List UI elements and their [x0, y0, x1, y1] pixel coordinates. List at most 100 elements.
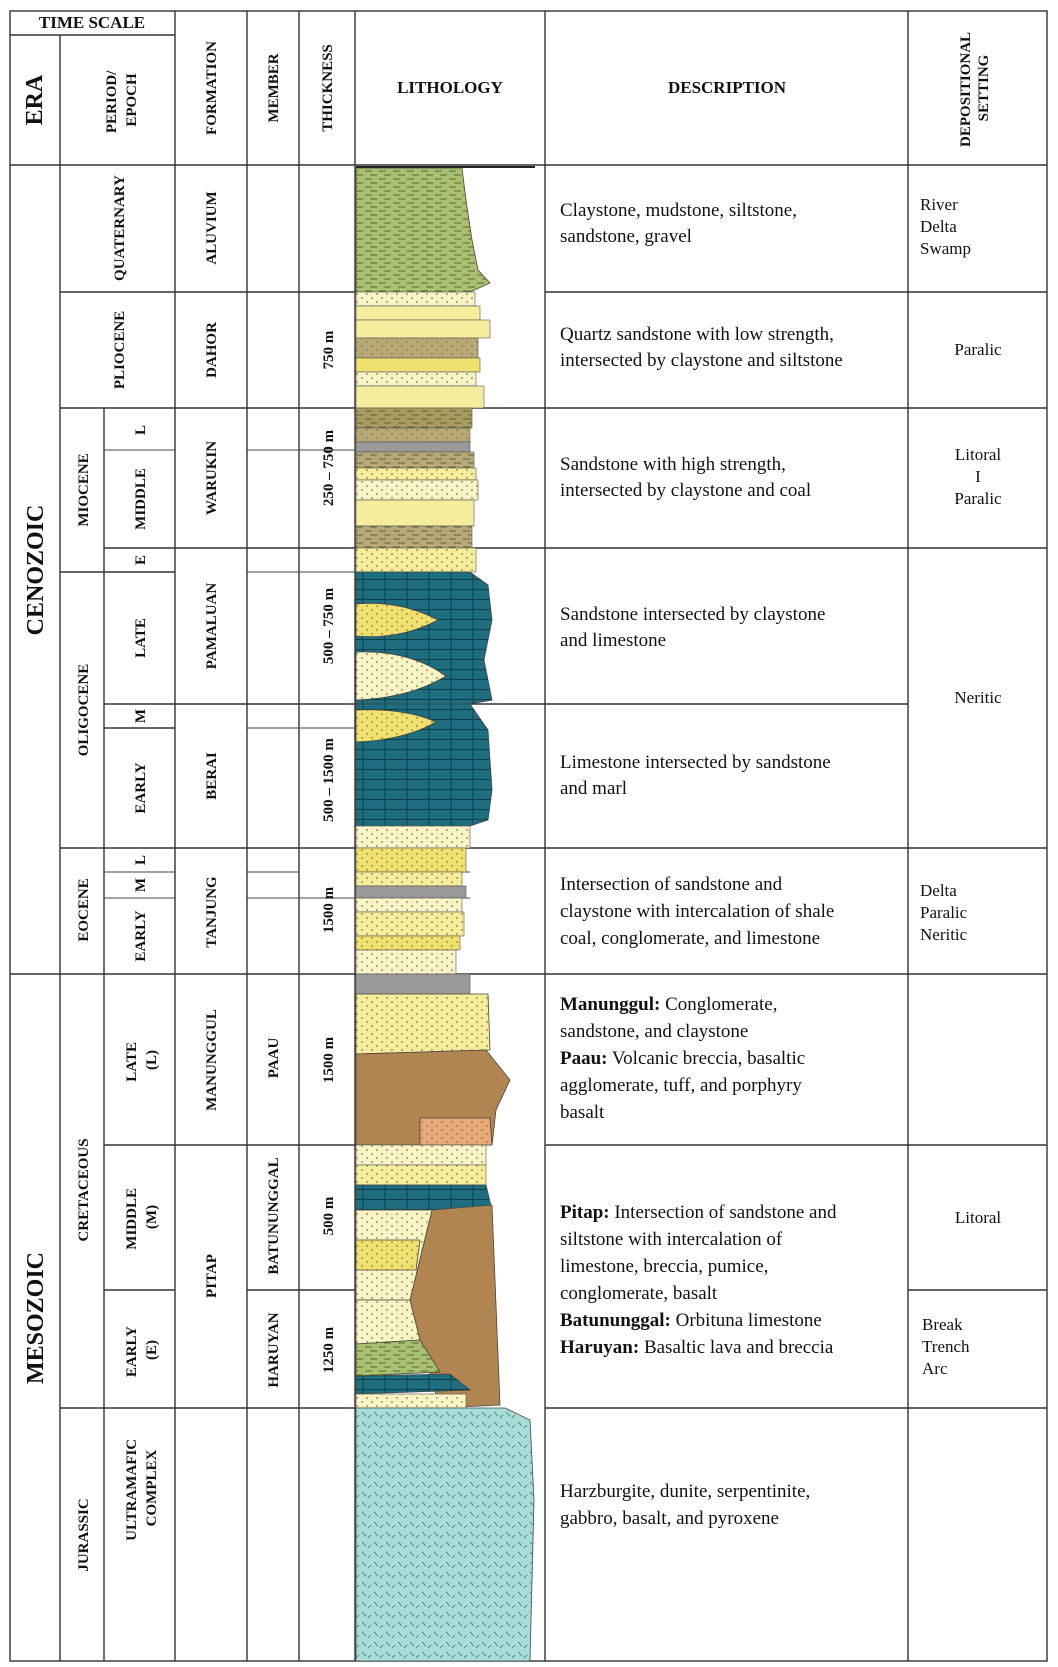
thickness-dahor: 750 m — [321, 330, 337, 369]
description-8: Harzburgite, dunite, serpentinite, gabbro… — [560, 1481, 810, 1529]
description-4: Limestone intersected by sandstone and ma… — [560, 752, 831, 799]
setting-line: Neritic — [920, 925, 968, 944]
depositional-setting-1: Paralic — [954, 340, 1002, 359]
lithology-dahor-6 — [356, 386, 484, 408]
formation-pitap: PITAP — [204, 1254, 220, 1298]
description-label: Paau: — [560, 1048, 608, 1069]
lithology-pitap-top-pattern — [356, 1145, 486, 1165]
formation-header: FORMATION — [204, 41, 220, 135]
description-line: sandstone, gravel — [560, 226, 692, 247]
period-quaternary: QUATERNARY — [112, 175, 128, 281]
setting-line: I — [975, 467, 981, 486]
lithology-warukin-2 — [356, 442, 470, 452]
subepochs: L MIDDLE E LATE M EARLY L M EARLY LATE (… — [124, 425, 160, 1541]
lithology-tanjung-1-pattern — [356, 872, 462, 886]
description-line: intersected by claystone and siltstone — [560, 350, 843, 371]
descriptions: Claystone, mudstone, siltstone, sandstone… — [560, 200, 843, 1529]
description-line: intersected by claystone and coal — [560, 480, 811, 501]
formation-warukin: WARUKIN — [204, 441, 220, 515]
lithology-manunggul-sand-pattern — [356, 994, 490, 1054]
description-line: Haruyan: Basaltic lava and breccia — [560, 1337, 834, 1358]
period-epoch-line1: PERIOD/ — [104, 70, 120, 133]
period-miocene: MIOCENE — [76, 453, 92, 526]
subepoch-oligocene-early: EARLY — [133, 762, 149, 813]
subepoch-middle-line2: (M) — [144, 1205, 160, 1229]
subepoch-oligocene-late: LATE — [133, 618, 149, 658]
period-cretaceous: CRETACEOUS — [76, 1138, 92, 1241]
setting-line: Litoral — [955, 1208, 1002, 1227]
formation-dahor: DAHOR — [204, 322, 220, 378]
formation-manunggul: MANUNGGUL — [204, 1009, 220, 1111]
description-line: gabbro, basalt, and pyroxene — [560, 1508, 779, 1529]
time-scale-header: TIME SCALE — [39, 13, 145, 32]
thickness-header: THICKNESS — [320, 44, 336, 132]
member-haruyan: HARUYAN — [266, 1312, 282, 1387]
description-line: siltstone with intercalation of — [560, 1229, 783, 1250]
description-line: Quartz sandstone with low strength, — [560, 324, 834, 345]
description-7: Pitap: Intersection of sandstone and silt… — [560, 1202, 837, 1358]
lithology-warukin-0-pattern — [356, 408, 472, 428]
lithology-pitap-cong-pattern — [356, 1240, 420, 1270]
periods: QUATERNARY PLIOCENE MIOCENE OLIGOCENE EO… — [76, 175, 128, 1572]
subepoch-middle-line1: MIDDLE — [124, 1188, 140, 1250]
period-eocene: EOCENE — [76, 878, 92, 941]
description-label: Manunggul: — [560, 994, 660, 1015]
subepoch-cretaceous-late: LATE (L) — [124, 1038, 160, 1081]
lithology-dahor-5-pattern — [356, 372, 476, 386]
setting-line: Paralic — [920, 903, 968, 922]
lithology-warukin-6 — [356, 500, 474, 526]
thickness-warukin: 250 – 750 m — [321, 429, 337, 506]
period-epoch-line2: EPOCH — [124, 73, 140, 127]
subepoch-miocene-middle: MIDDLE — [133, 468, 149, 530]
lithology-warukin-3-pattern — [356, 452, 474, 468]
subepoch-miocene-l: L — [133, 425, 149, 435]
thickness-batununggal: 500 m — [321, 1196, 337, 1235]
lithology-dahor-3-pattern — [356, 338, 478, 358]
lithology-header: LITHOLOGY — [397, 78, 503, 97]
description-line: Batununggal: Orbituna limestone — [560, 1310, 822, 1331]
era-cenozoic: CENOZOIC — [23, 505, 49, 636]
description-text: Conglomerate, — [660, 994, 777, 1015]
description-text: Volcanic breccia, basaltic — [608, 1048, 806, 1069]
description-line: sandstone, and claystone — [560, 1021, 748, 1042]
description-line: and marl — [560, 778, 627, 799]
description-line: Pitap: Intersection of sandstone and — [560, 1202, 837, 1223]
subepoch-cretaceous-middle: MIDDLE (M) — [124, 1184, 160, 1249]
description-line: claystone with intercalation of shale — [560, 901, 834, 922]
table-grid — [10, 11, 1047, 1661]
description-line: Paau: Volcanic breccia, basaltic — [560, 1048, 805, 1069]
description-line: limestone, breccia, pumice, — [560, 1256, 768, 1277]
depositional-setting-line1: DEPOSITIONAL — [958, 32, 974, 147]
depositional-setting-0: RiverDeltaSwamp — [920, 195, 971, 258]
description-line: conglomerate, basalt — [560, 1283, 718, 1304]
subepoch-late-line1: LATE — [124, 1042, 140, 1082]
setting-line: Swamp — [920, 239, 971, 258]
description-line: Limestone intersected by sandstone — [560, 752, 831, 773]
description-line: and limestone — [560, 630, 666, 651]
subepoch-eocene-early: EARLY — [133, 910, 149, 961]
description-line: Harzburgite, dunite, serpentinite, — [560, 1481, 810, 1502]
formation-berai: BERAI — [204, 752, 220, 800]
lithology-warukin-7-pattern — [356, 526, 472, 548]
lithology-warukin-5-pattern — [356, 480, 478, 500]
thickness-manunggul: 1500 m — [321, 1036, 337, 1083]
lithology-batununggal-limestone-pattern — [356, 1185, 492, 1210]
description-label: Batununggal: — [560, 1310, 671, 1331]
description-line: basalt — [560, 1102, 605, 1123]
formation-pamaluan: PAMALUAN — [204, 583, 220, 670]
thickness-tanjung: 1500 m — [321, 886, 337, 933]
description-line: Claystone, mudstone, siltstone, — [560, 200, 797, 221]
lithology-haruyan-base-pattern — [356, 1394, 466, 1408]
setting-line: Arc — [922, 1359, 948, 1378]
era-mesozoic: MESOZOIC — [23, 1252, 49, 1384]
subepoch-ultramafic-complex: ULTRAMAFIC COMPLEX — [124, 1435, 160, 1541]
lithology-tanjung-5-pattern — [356, 936, 460, 950]
setting-line: Litoral — [955, 445, 1002, 464]
lithology-ultramafic-pattern — [356, 1408, 534, 1661]
subepoch-late-line2: (L) — [144, 1050, 160, 1070]
member-batununggal: BATUNUNGGAL — [266, 1157, 282, 1274]
